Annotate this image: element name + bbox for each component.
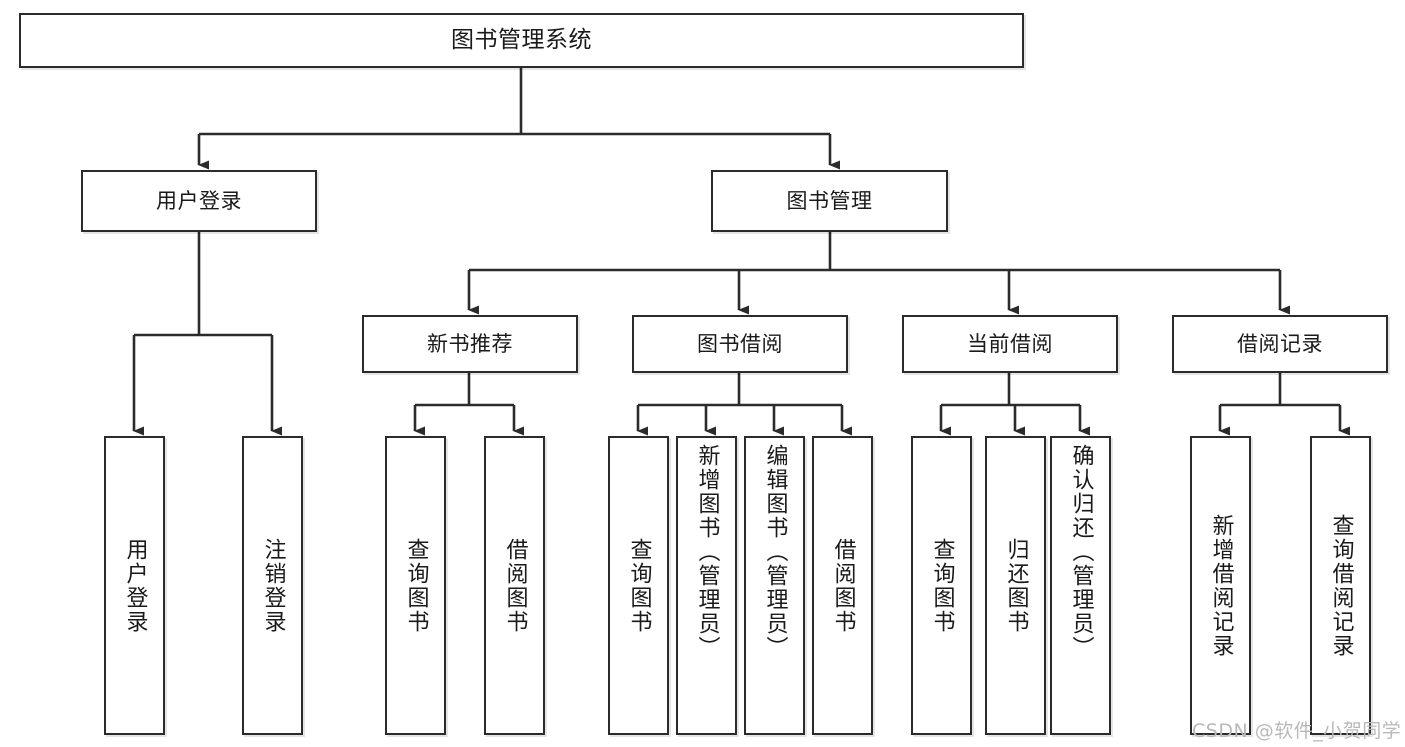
node-user-login-label: 用户登录 bbox=[156, 188, 242, 213]
csdn-watermark: CSDN @软件_小贺同学 bbox=[1192, 720, 1402, 742]
node-leaf-confirm-return-admin-label: 确认归还（管理员） bbox=[1068, 444, 1094, 660]
node-borrow-record[interactable]: 借阅记录 bbox=[1172, 315, 1388, 373]
node-current-borrow[interactable]: 当前借阅 bbox=[902, 315, 1118, 373]
node-leaf-query-book-new-label: 查询图书 bbox=[403, 537, 429, 634]
node-leaf-query-borrow-record-label: 查询借阅记录 bbox=[1328, 513, 1354, 658]
node-book-management[interactable]: 图书管理 bbox=[711, 170, 948, 232]
node-leaf-user-login-label: 用户登录 bbox=[122, 537, 148, 634]
node-leaf-add-borrow-record-label: 新增借阅记录 bbox=[1208, 513, 1234, 658]
node-book-borrow-label: 图书借阅 bbox=[697, 331, 783, 356]
node-leaf-edit-book-admin-label: 编辑图书（管理员） bbox=[762, 444, 788, 660]
node-root-label: 图书管理系统 bbox=[451, 26, 592, 53]
node-leaf-borrow-book-label: 借阅图书 bbox=[830, 537, 856, 634]
node-book-management-label: 图书管理 bbox=[786, 188, 873, 213]
node-leaf-borrow-book-new[interactable]: 借阅图书 bbox=[484, 436, 545, 735]
node-leaf-borrow-book[interactable]: 借阅图书 bbox=[812, 436, 873, 735]
node-leaf-add-borrow-record[interactable]: 新增借阅记录 bbox=[1190, 436, 1251, 735]
node-new-book-recommend[interactable]: 新书推荐 bbox=[362, 315, 578, 373]
node-leaf-user-logout-label: 注销登录 bbox=[260, 537, 286, 634]
node-borrow-record-label: 借阅记录 bbox=[1237, 331, 1323, 356]
node-leaf-query-book-current-label: 查询图书 bbox=[929, 537, 955, 634]
node-leaf-query-book-new[interactable]: 查询图书 bbox=[385, 436, 446, 735]
node-current-borrow-label: 当前借阅 bbox=[967, 331, 1053, 356]
node-leaf-query-book-borrow[interactable]: 查询图书 bbox=[608, 436, 669, 735]
node-leaf-user-login[interactable]: 用户登录 bbox=[104, 436, 165, 735]
node-user-login[interactable]: 用户登录 bbox=[81, 170, 317, 232]
node-leaf-confirm-return-admin[interactable]: 确认归还（管理员） bbox=[1050, 436, 1111, 735]
node-leaf-return-book-label: 归还图书 bbox=[1003, 537, 1029, 634]
node-leaf-user-logout[interactable]: 注销登录 bbox=[242, 436, 303, 735]
node-leaf-return-book[interactable]: 归还图书 bbox=[985, 436, 1046, 735]
node-leaf-add-book-admin[interactable]: 新增图书（管理员） bbox=[676, 436, 737, 735]
node-leaf-query-borrow-record[interactable]: 查询借阅记录 bbox=[1310, 436, 1371, 735]
node-leaf-add-book-admin-label: 新增图书（管理员） bbox=[694, 444, 720, 660]
node-root[interactable]: 图书管理系统 bbox=[19, 13, 1024, 68]
node-leaf-query-book-current[interactable]: 查询图书 bbox=[911, 436, 972, 735]
node-leaf-edit-book-admin[interactable]: 编辑图书（管理员） bbox=[744, 436, 805, 735]
node-book-borrow[interactable]: 图书借阅 bbox=[632, 315, 848, 373]
node-leaf-query-book-borrow-label: 查询图书 bbox=[626, 537, 652, 634]
node-new-book-recommend-label: 新书推荐 bbox=[427, 331, 513, 356]
node-leaf-borrow-book-new-label: 借阅图书 bbox=[502, 537, 528, 634]
